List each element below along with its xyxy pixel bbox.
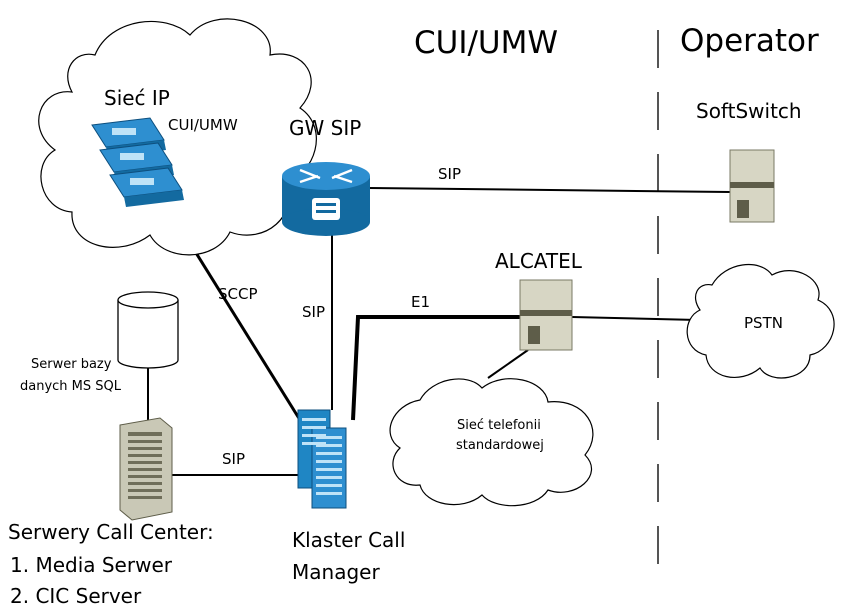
- database-server-label: danych MS SQL: [20, 379, 121, 394]
- pstn-cloud: [686, 263, 835, 379]
- zone-heading-operator: Operator: [680, 23, 819, 59]
- link-gw-softswitch: [367, 187, 731, 193]
- ip-phone-icon: [109, 167, 184, 207]
- ip-network-cloud: [38, 18, 317, 256]
- router-icon: [282, 162, 370, 236]
- database-server-label: Serwer bazy: [31, 357, 112, 372]
- legacy-network-label: Sieć telefonii: [457, 418, 541, 433]
- gateway-label: GW SIP: [289, 116, 362, 140]
- legacy-network-label: standardowej: [456, 438, 544, 453]
- softswitch-label: SoftSwitch: [696, 99, 802, 123]
- legacy-network-cloud: [389, 378, 594, 507]
- pbx-label: ALCATEL: [495, 249, 582, 273]
- link-pbx-pstn: [571, 316, 699, 321]
- cluster-server-icon: [297, 409, 347, 509]
- ip-network-label: Sieć IP: [104, 86, 170, 110]
- call-center-server-item: 2. CIC Server: [10, 584, 142, 608]
- cluster-label: Klaster Call: [292, 528, 406, 552]
- call-center-server-icon: [119, 417, 173, 521]
- ip-network-sublabel: CUI/UMW: [168, 116, 238, 134]
- softswitch-server-icon: [729, 149, 775, 223]
- pstn-label: PSTN: [744, 314, 783, 332]
- call-center-servers-label: Serwery Call Center:: [8, 520, 214, 544]
- link-label-phones-cluster: SCCP: [218, 285, 258, 303]
- pbx-server-icon: [519, 279, 573, 351]
- link-label-cluster-pbx: E1: [411, 293, 431, 311]
- link-label-gw-cluster: SIP: [302, 303, 325, 321]
- link-pbx-legacy: [487, 349, 529, 379]
- link-label-callcenter-cluster: SIP: [222, 450, 245, 468]
- zone-heading-cui-umw: CUI/UMW: [414, 25, 559, 61]
- cluster-label: Manager: [292, 560, 380, 584]
- link-label-gw-softswitch: SIP: [438, 165, 461, 183]
- database-icon: [117, 291, 179, 369]
- link-cluster-pbx: [351, 315, 522, 421]
- call-center-server-item: 1. Media Serwer: [10, 553, 172, 577]
